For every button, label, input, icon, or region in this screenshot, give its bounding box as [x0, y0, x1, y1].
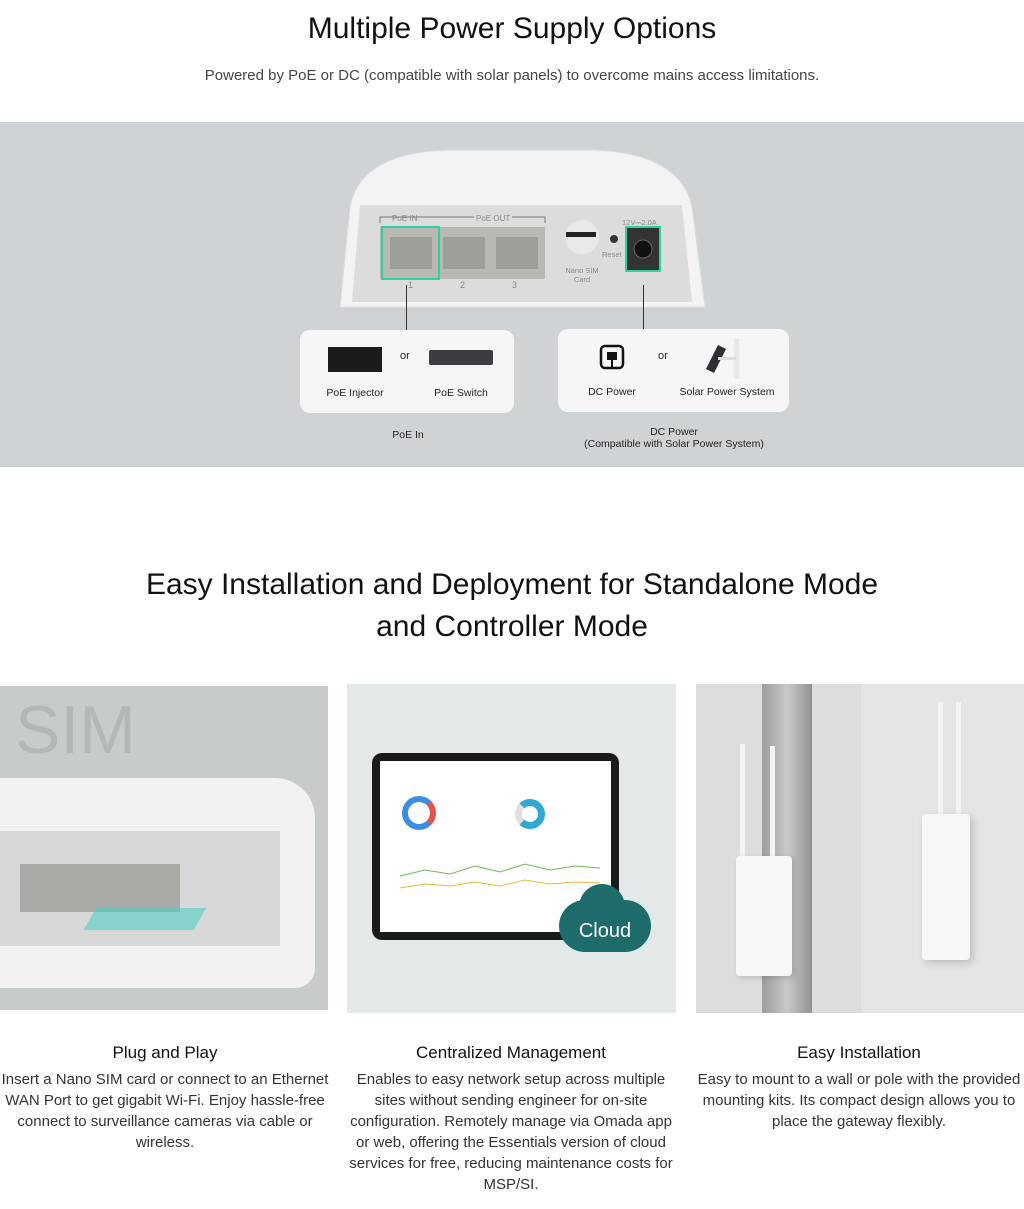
dc-power-caption-detail: (Compatible with Solar Power System): [584, 438, 764, 450]
solar-power-label: Solar Power System: [679, 386, 775, 398]
poe-switch-label: PoE Switch: [434, 387, 488, 399]
or-label: or: [658, 350, 668, 362]
power-plug-icon: [599, 344, 625, 370]
donut-chart: [515, 799, 545, 829]
sim-watermark: SIM: [15, 692, 136, 768]
feature-description: Enables to easy network setup across mul…: [349, 1071, 673, 1193]
poe-options-card: or PoE Injector PoE Switch: [300, 330, 514, 413]
feature-description: Insert a Nano SIM card or connect to an …: [1, 1071, 329, 1151]
donut-chart: [402, 796, 436, 830]
port-number: 3: [512, 280, 518, 290]
antenna: [770, 746, 775, 864]
feature-description: Easy to mount to a wall or pole with the…: [697, 1071, 1021, 1130]
port-number: 2: [460, 280, 466, 290]
sim-label: Nano SIM Card: [565, 266, 599, 284]
dc-rating-label: 12V⎓2.0A: [622, 218, 657, 227]
feature-heading: Easy Installation: [797, 1043, 921, 1062]
feature-centralized-management: Centralized Management Enables to easy n…: [346, 1043, 676, 1195]
plug-and-play-image: SIM: [0, 686, 328, 1010]
poe-switch-image: [429, 350, 493, 365]
dc-options-card: or DC Power Solar Power System: [558, 329, 789, 412]
antenna: [956, 702, 961, 822]
feature-plug-and-play: Plug and Play Insert a Nano SIM card or …: [0, 1043, 330, 1153]
poe-in-caption: PoE In: [392, 429, 424, 441]
section-title-installation-line2: and Controller Mode: [376, 610, 648, 643]
line-chart: [400, 863, 600, 889]
poe-injector-image: [328, 347, 382, 372]
port-number: 1: [408, 280, 414, 290]
dc-power-caption: DC Power: [650, 426, 698, 438]
antenna: [740, 744, 745, 864]
or-label: or: [400, 350, 410, 362]
feature-heading: Plug and Play: [112, 1043, 218, 1062]
gateway-on-pole: [736, 856, 792, 976]
ethernet-ports: [20, 864, 180, 912]
reset-label: Reset: [602, 250, 622, 259]
poe-injector-label: PoE Injector: [326, 387, 384, 399]
feature-heading: Centralized Management: [416, 1043, 606, 1062]
connector-line: [406, 285, 407, 331]
section-title-installation: Easy Installation and Deployment for Sta…: [145, 568, 879, 601]
solar-panel-image: [706, 339, 739, 379]
poe-out-label: PoE OUT: [474, 214, 513, 223]
cloud-icon-top: [579, 884, 625, 930]
section-subtitle-power: Powered by PoE or DC (compatible with so…: [204, 67, 820, 84]
antenna: [938, 702, 943, 822]
sim-card: [83, 908, 207, 930]
gateway-ports-illustration: [339, 149, 706, 308]
connector-line: [643, 285, 644, 330]
centralized-management-image: Cloud: [347, 684, 676, 1013]
cloud-label: Cloud: [578, 920, 632, 942]
feature-easy-installation: Easy Installation Easy to mount to a wal…: [694, 1043, 1024, 1132]
poe-in-label: PoE IN: [392, 214, 418, 223]
dc-power-label: DC Power: [588, 386, 636, 398]
gateway-on-wall: [922, 814, 970, 960]
power-options-banner: PoE IN PoE OUT 1 2 3 Nano SIM Card Reset…: [0, 122, 1024, 467]
section-title-power: Multiple Power Supply Options: [307, 12, 717, 45]
easy-installation-image: [696, 684, 1024, 1013]
